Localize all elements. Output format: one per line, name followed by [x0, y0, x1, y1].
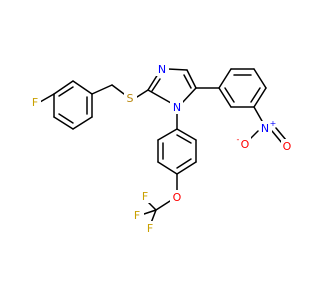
bond [186, 69, 197, 89]
bond [72, 116, 93, 130]
atom-fluorine-cf3-a: F [147, 222, 153, 235]
atom-sulfur: S [127, 92, 134, 105]
bond [53, 80, 74, 95]
atom-labels: F S N N N + O - O O F F F [28, 62, 294, 235]
bond-double [176, 158, 192, 169]
atom-oxygen-ether: O [173, 191, 182, 204]
bond-double [58, 86, 74, 97]
bond [111, 84, 125, 95]
atom-oxygen-nitro: O [283, 140, 292, 153]
bond [218, 87, 232, 108]
bond [157, 128, 178, 141]
atom-nitrogen-imine: N [158, 63, 166, 76]
molecule-diagram: F S N N N + O - O O F F F [28, 62, 294, 235]
bond-double [275, 127, 287, 141]
bond [150, 209, 157, 224]
bond [91, 84, 113, 95]
bond [253, 106, 263, 122]
charge-minus: - [237, 135, 240, 144]
bond-double [151, 78, 161, 92]
bond [155, 200, 171, 211]
bond [271, 130, 283, 144]
bond [157, 161, 178, 175]
bond-double [176, 134, 192, 144]
bond [72, 80, 93, 95]
bonds [39, 68, 287, 224]
bond-double [58, 113, 74, 124]
charge-plus: + [270, 119, 277, 128]
bond [218, 68, 232, 89]
atom-fluorine-cf3-c: F [134, 209, 140, 222]
bond [167, 68, 188, 71]
atom-nitrogen-n1: N [173, 101, 181, 114]
bond [143, 209, 157, 215]
bond [253, 87, 267, 108]
bond [147, 89, 172, 104]
bond-double [224, 87, 235, 103]
bond [176, 161, 197, 175]
structure-svg: F S N N N + O - O O F F F [28, 62, 294, 235]
atom-fluorine: F [32, 96, 38, 109]
bond [53, 116, 74, 130]
atom-oxygen-nitro-minus: O [241, 138, 250, 151]
atom-nitrogen-nitro: N [261, 122, 269, 135]
bond-double [250, 87, 261, 103]
bond [253, 68, 267, 89]
bond [39, 93, 55, 103]
bond [147, 73, 159, 91]
bond [181, 87, 197, 104]
bond [176, 128, 197, 141]
bond-double [183, 74, 192, 89]
atom-fluorine-cf3-b: F [142, 190, 148, 203]
bond [136, 89, 149, 98]
